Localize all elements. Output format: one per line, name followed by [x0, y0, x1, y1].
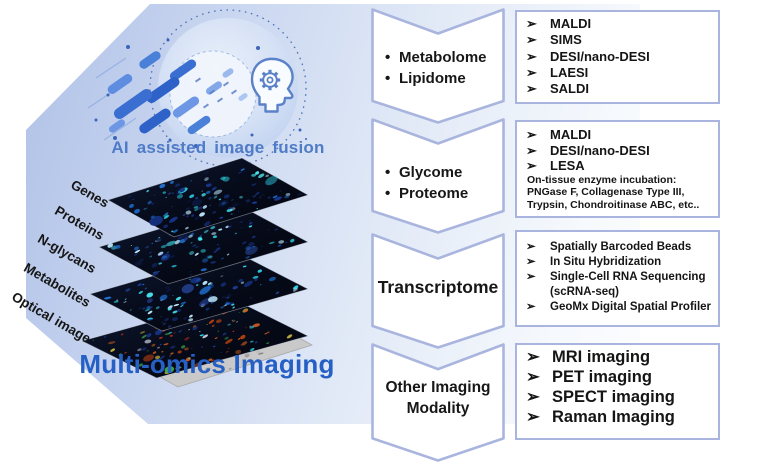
category-other-imaging: Other Imaging Modality	[385, 379, 491, 417]
bullet-icon: •	[385, 49, 391, 66]
arrow-bullet-icon: ➢	[526, 16, 537, 31]
arrow-bullet-icon: ➢	[526, 81, 537, 97]
box-other-imaging-methods: ➢MRI imaging ➢PET imaging ➢SPECT imaging…	[515, 343, 720, 440]
arrow-bullet-icon: ➢	[526, 48, 537, 64]
arrow-bullet-icon: ➢	[526, 408, 540, 426]
arrow-bullet-icon: ➢	[526, 256, 536, 268]
list-item: ➢MRI imaging	[521, 347, 715, 367]
head-gear-icon	[250, 57, 294, 113]
box-metabolome-methods: ➢MALDI ➢SIMS ➢DESI/nano-DESI ➢LAESI ➢SAL…	[515, 10, 720, 104]
arrow-bullet-icon: ➢	[526, 348, 540, 366]
ai-fusion-illustration	[87, 9, 307, 167]
list-item: ➢MALDI	[521, 16, 715, 32]
list-item: ➢GeoMx Digital Spatial Profiler	[521, 300, 715, 315]
list-item: ➢Spatially Barcoded Beads	[521, 240, 715, 255]
arrow-bullet-icon: ➢	[526, 64, 537, 80]
arrow-bullet-icon: ➢	[526, 142, 537, 158]
list-item: ➢DESI/nano-DESI	[521, 49, 715, 65]
ai-caption: AI assisted image fusion	[111, 138, 325, 157]
page-title: Multi-omics Imaging	[79, 349, 335, 379]
arrow-bullet-icon: ➢	[526, 368, 540, 386]
list-item: ➢LESA	[521, 158, 715, 174]
box-transcriptome-methods: ➢Spatially Barcoded Beads ➢In Situ Hybri…	[515, 230, 720, 327]
bullet-icon: •	[385, 70, 391, 87]
category-glycome: •Glycome	[385, 164, 463, 181]
category-lipidome: •Lipidome	[385, 70, 466, 87]
chevron-other-imaging: Other Imaging Modality	[371, 343, 505, 463]
arrow-bullet-icon: ➢	[526, 388, 540, 406]
enzyme-note-line: Trypsin, Chondroitinase ABC, etc..	[527, 199, 700, 212]
list-item: ➢Single-Cell RNA Sequencing (scRNA-seq)	[521, 270, 715, 300]
arrow-bullet-icon: ➢	[526, 158, 537, 173]
data-capsules	[107, 51, 248, 135]
list-item: ➢SPECT imaging	[521, 387, 715, 407]
category-metabolome: •Metabolome	[385, 49, 487, 66]
scatter-dots	[94, 38, 307, 154]
chevron-glycome-proteome: •Glycome •Proteome	[371, 118, 505, 238]
small-dashes	[194, 77, 238, 109]
gear-icon	[259, 69, 281, 91]
list-item: ➢PET imaging	[521, 367, 715, 387]
category-transcriptome: Transcriptome	[377, 277, 499, 297]
arrow-bullet-icon: ➢	[526, 271, 536, 283]
list-item: ➢SALDI	[521, 81, 715, 97]
dotted-circle	[149, 9, 307, 167]
category-proteome: •Proteome	[385, 185, 469, 202]
bullet-icon: •	[385, 185, 391, 202]
list-item: ➢LAESI	[521, 65, 715, 81]
list-item: ➢Raman Imaging	[521, 407, 715, 427]
chevron-shape	[371, 8, 505, 124]
arrow-bullet-icon: ➢	[526, 127, 537, 142]
omics-layer-stack	[80, 157, 314, 388]
arrow-bullet-icon: ➢	[526, 32, 537, 48]
image-layer-sheet	[106, 157, 310, 238]
chevron-transcriptome: Transcriptome	[371, 233, 505, 353]
list-item: ➢SIMS	[521, 32, 715, 48]
list-item: ➢DESI/nano-DESI	[521, 143, 715, 159]
chevron-shape	[371, 343, 505, 462]
list-item: ➢MALDI	[521, 127, 715, 143]
box-glycome-methods: ➢MALDI ➢DESI/nano-DESI ➢LESA On-tissue e…	[515, 120, 720, 218]
enzyme-note-line: PNGase F, Collagenase Type III,	[527, 186, 685, 199]
bullet-icon: •	[385, 164, 391, 181]
chevron-shape	[371, 233, 505, 349]
arrow-bullet-icon: ➢	[526, 301, 536, 313]
list-item: ➢In Situ Hybridization	[521, 255, 715, 270]
image-layer-sheet	[88, 251, 310, 332]
arrow-bullet-icon: ➢	[526, 241, 536, 253]
chevron-shape	[371, 118, 505, 234]
chevron-metabolome-lipidome: •Metabolome •Lipidome	[371, 8, 505, 128]
enzyme-note-line: On-tissue enzyme incubation:	[527, 173, 677, 186]
